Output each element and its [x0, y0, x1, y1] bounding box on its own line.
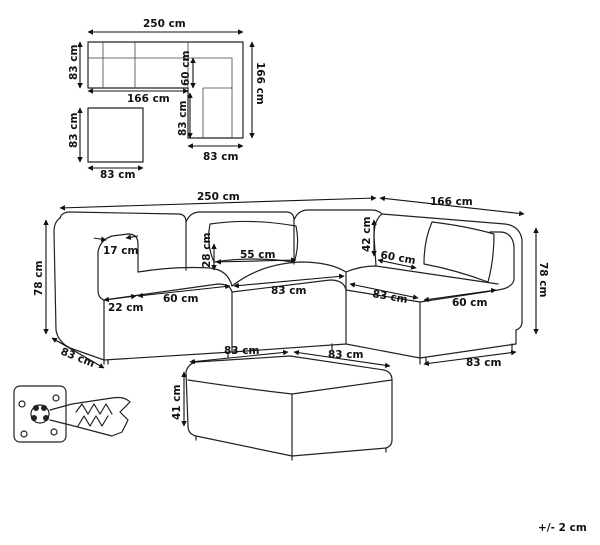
top-view-inner-width-label: 166 cm	[127, 93, 170, 105]
top-view-left-depth-label: 83 cm	[68, 45, 80, 80]
dim-line-seat-depth-left	[137, 283, 231, 299]
sofa-left-height-label: 78 cm	[33, 261, 45, 296]
dim-line-ottoman-width-left	[189, 349, 289, 365]
top-view-plan	[87, 41, 244, 139]
ottoman-top-view	[87, 107, 144, 163]
seat-depth-corner-label: 60 cm	[452, 297, 487, 309]
depth-right-label: 83 cm	[466, 357, 501, 369]
connector-clip-illustration	[13, 385, 131, 443]
ottoman-top-depth-label: 83 cm	[68, 113, 80, 148]
cushion-width-label: 55 cm	[240, 249, 275, 261]
top-view-right-length-label: 166 cm	[254, 62, 266, 105]
dim-line-armrest-b	[125, 234, 139, 240]
dim-line-sofa-right-length	[379, 195, 525, 217]
top-view-corner-depth-label: 83 cm	[177, 101, 189, 136]
dim-line-seat-depth-corner	[423, 287, 497, 303]
dim-line-seat-height	[103, 293, 137, 303]
dim-line-seat-depth-right	[377, 258, 417, 270]
armrest-width-label: 17 cm	[103, 245, 138, 257]
sofa-left-depth-label: 83 cm	[59, 346, 96, 370]
top-view-inner-depth-label: 60 cm	[180, 51, 192, 86]
seat-height-label: 22 cm	[108, 302, 143, 314]
back-height-right-label: 42 cm	[361, 217, 373, 252]
ottoman-width-left-label: 83 cm	[224, 345, 259, 357]
top-view-width-label: 250 cm	[143, 18, 186, 30]
ottoman-perspective-drawing	[185, 355, 393, 461]
module-width-label: 83 cm	[271, 285, 306, 297]
ottoman-height-label: 41 cm	[171, 385, 183, 420]
dim-line-depth-right	[423, 349, 517, 367]
dim-line-sofa-left-depth	[51, 337, 105, 369]
top-view-corner-width-label: 83 cm	[203, 151, 238, 163]
dim-line-cushion-width	[215, 257, 297, 265]
ottoman-width-right-label: 83 cm	[328, 349, 363, 361]
dim-line-ottoman-width-right	[293, 349, 391, 369]
seat-depth-left-label: 60 cm	[163, 293, 198, 305]
dim-line-corner-module	[349, 282, 419, 300]
back-height-label: 28 cm	[201, 233, 213, 268]
dim-line-armrest-a	[93, 236, 107, 242]
corner-module-label: 83 cm	[371, 288, 408, 306]
dim-line-sofa-width	[59, 195, 377, 211]
dim-line-module-width	[233, 273, 345, 289]
sofa-right-length-label: 166 cm	[430, 196, 473, 208]
sofa-right-height-label: 78 cm	[537, 262, 549, 297]
tolerance-label: +/- 2 cm	[538, 522, 587, 534]
ottoman-top-width-label: 83 cm	[100, 169, 135, 181]
sofa-width-label: 250 cm	[197, 191, 240, 203]
